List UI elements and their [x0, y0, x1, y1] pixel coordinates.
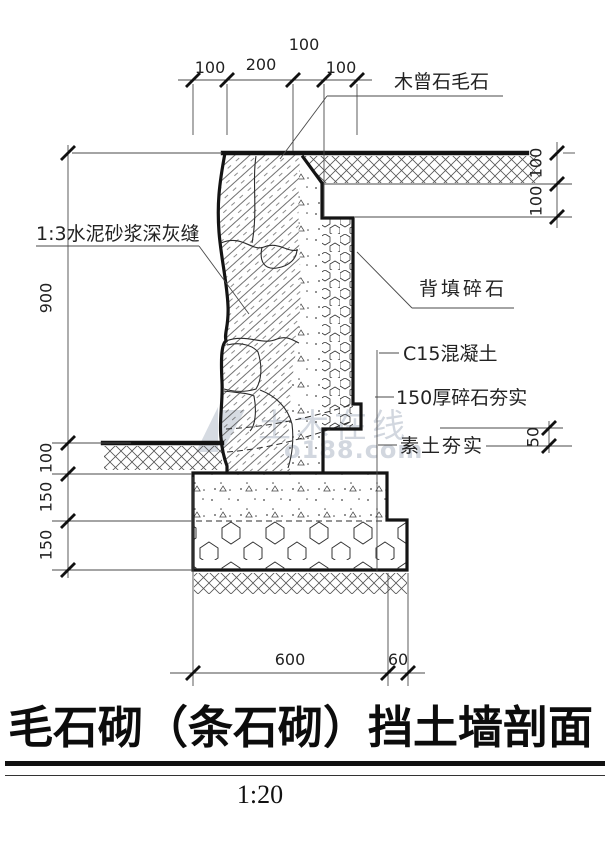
dim-bottom: 600 60: [170, 477, 425, 686]
drawing-scale: 1:20: [236, 779, 284, 809]
label-soil: 素土夯实: [400, 435, 484, 457]
drawing-title: 毛石砌（条石砌）挡土墙剖面: [8, 703, 594, 753]
title-rule-thick: [5, 760, 605, 766]
dim-top-4: 100: [326, 58, 357, 77]
stone-joints: [220, 155, 353, 469]
dim-bottom-2: 60: [388, 650, 408, 669]
dim-50-label: 50: [524, 427, 543, 447]
title-block: 毛石砌（条石砌）挡土墙剖面 1:20: [0, 698, 610, 810]
dim-top-3: 100: [289, 35, 320, 54]
wall-fills: [218, 153, 353, 471]
dim-left-2: 100: [37, 443, 56, 474]
dim-right-1: 100: [527, 148, 546, 179]
retaining-wall-section-drawing: 土木在线 o188.com: [36, 35, 575, 686]
watermark-logo-icon: [196, 407, 218, 452]
title-rule-thin: [5, 774, 605, 776]
backfill-gravel-area: [322, 218, 353, 429]
label-top-stone: 木曾石毛石: [394, 71, 489, 93]
dim-left-4: 150: [37, 530, 56, 561]
annotations: 木曾石毛石 1:3水泥砂浆深灰缝 背填碎石 C15混凝土 150厚碎石夯实 素土…: [36, 71, 527, 571]
dim-left-1: 900: [37, 283, 56, 314]
dim-50: 50: [440, 420, 572, 454]
label-mortar-joint: 1:3水泥砂浆深灰缝: [36, 223, 200, 245]
dim-right: 100 100: [324, 142, 575, 228]
concrete-backing-area: [288, 155, 322, 471]
wall-back-profile: [300, 154, 363, 474]
dim-left-3: 150: [37, 482, 56, 513]
earth-hatch: [104, 156, 540, 594]
label-concrete: C15混凝土: [403, 343, 497, 365]
dim-bottom-1: 600: [275, 650, 306, 669]
dim-top-2: 200: [246, 55, 277, 74]
dim-top: 100 200 100 100: [178, 35, 372, 217]
footing-fills: [194, 474, 407, 569]
label-backfill: 背填碎石: [419, 278, 507, 300]
label-gravel-layer: 150厚碎石夯实: [396, 387, 527, 409]
dim-top-1: 100: [195, 58, 226, 77]
rubble-stone-area: [218, 153, 301, 471]
dim-left: 900 100 150 150: [37, 145, 222, 578]
dim-right-2: 100: [527, 186, 546, 217]
